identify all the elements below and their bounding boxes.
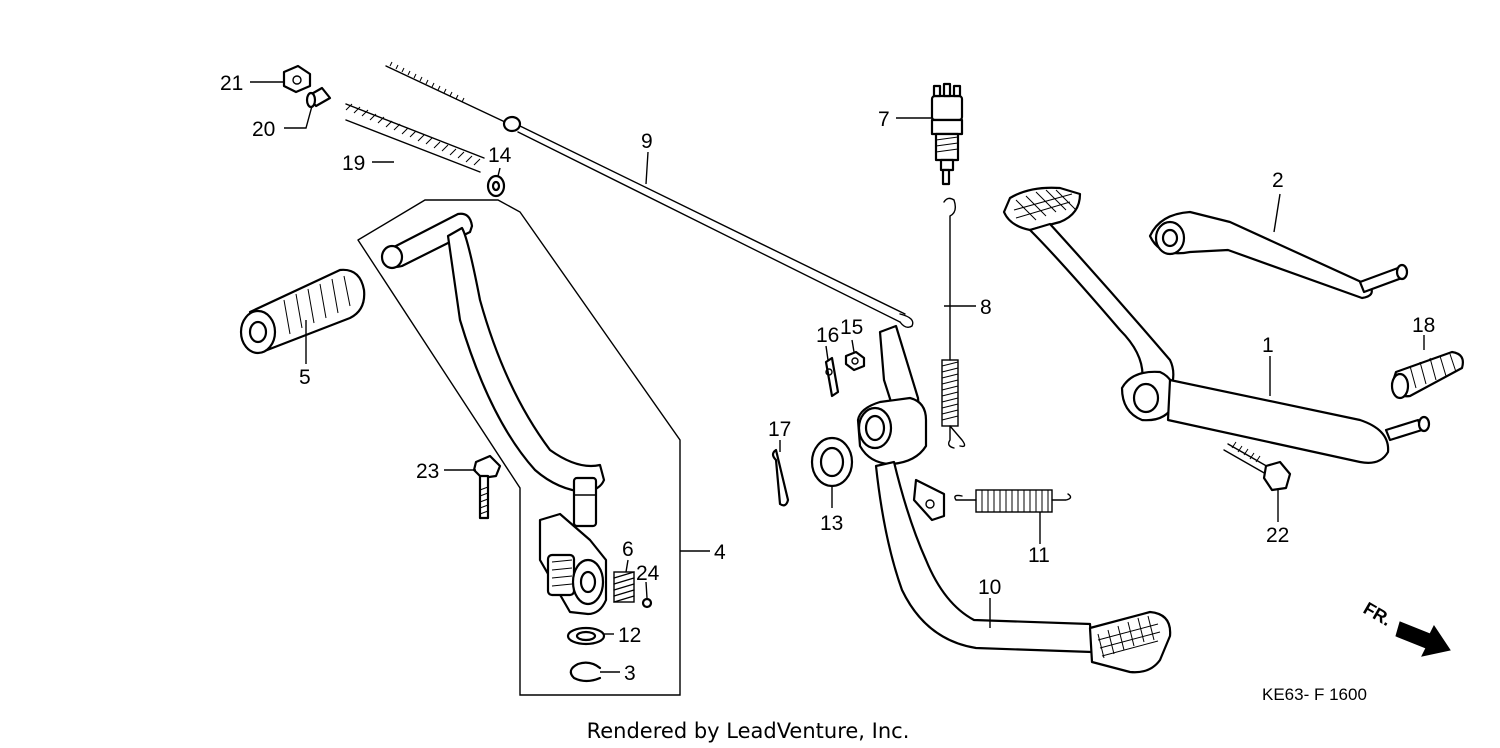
spring-6 <box>613 571 635 603</box>
callout-20: 20 <box>252 118 275 141</box>
ball-24 <box>641 597 653 609</box>
callout-3: 3 <box>624 662 636 685</box>
nut-15 <box>844 350 866 372</box>
washer-14 <box>486 174 506 198</box>
bolt-23 <box>472 454 502 520</box>
callout-24: 24 <box>636 562 660 585</box>
kick-starter-spindle <box>538 512 608 616</box>
callout-numbers: 1 2 3 4 5 6 7 8 9 10 11 12 13 14 15 16 1… <box>220 72 1435 685</box>
diagram-code: KE63- F 1600 <box>1262 685 1367 704</box>
callout-16: 16 <box>816 324 839 347</box>
leader-lines <box>250 81 1425 673</box>
callout-9: 9 <box>641 130 653 153</box>
circlip-3 <box>569 661 602 683</box>
callout-21: 21 <box>220 72 243 95</box>
front-direction-label: FR. <box>1360 598 1395 630</box>
callout-23: 23 <box>416 460 439 483</box>
cotter-pin-17 <box>771 448 790 507</box>
rubber-grip-5 <box>239 268 366 355</box>
callout-22: 22 <box>1266 524 1289 547</box>
callout-10: 10 <box>978 576 1001 599</box>
callout-8: 8 <box>980 296 992 319</box>
callout-7: 7 <box>878 108 890 131</box>
washer-13 <box>810 436 854 488</box>
callout-6: 6 <box>622 538 634 561</box>
callout-19: 19 <box>342 152 365 175</box>
callout-17: 17 <box>768 418 791 441</box>
callout-12: 12 <box>618 624 641 647</box>
coil-spring-19 <box>345 103 485 173</box>
brake-pedal-10 <box>856 324 1172 674</box>
callout-2: 2 <box>1272 169 1284 192</box>
callout-1: 1 <box>1262 334 1274 357</box>
washer-12 <box>566 626 606 646</box>
collar-20 <box>305 86 332 109</box>
credit-text: Rendered by LeadVenture, Inc. <box>587 719 910 743</box>
return-spring-11 <box>954 489 1072 513</box>
pin-16 <box>824 356 840 398</box>
switch-spring-8 <box>941 197 966 449</box>
kick-starter-arm <box>380 212 606 528</box>
bolt-22 <box>1223 441 1292 492</box>
stop-switch-7 <box>930 82 964 186</box>
callout-13: 13 <box>820 512 843 535</box>
callout-14: 14 <box>488 144 512 167</box>
callout-4: 4 <box>714 541 726 564</box>
gear-change-arm-2 <box>1148 210 1409 300</box>
brake-rod-9 <box>385 61 914 329</box>
gear-change-pedal-1 <box>1002 186 1431 464</box>
callout-18: 18 <box>1412 314 1435 337</box>
front-direction-arrow: FR. <box>1360 598 1451 657</box>
callout-5: 5 <box>299 366 311 389</box>
nut-21 <box>282 64 312 94</box>
kick-starter-assembly-outline <box>357 199 681 696</box>
rubber-18 <box>1390 350 1464 400</box>
callout-15: 15 <box>840 316 863 339</box>
callout-11: 11 <box>1028 544 1050 567</box>
